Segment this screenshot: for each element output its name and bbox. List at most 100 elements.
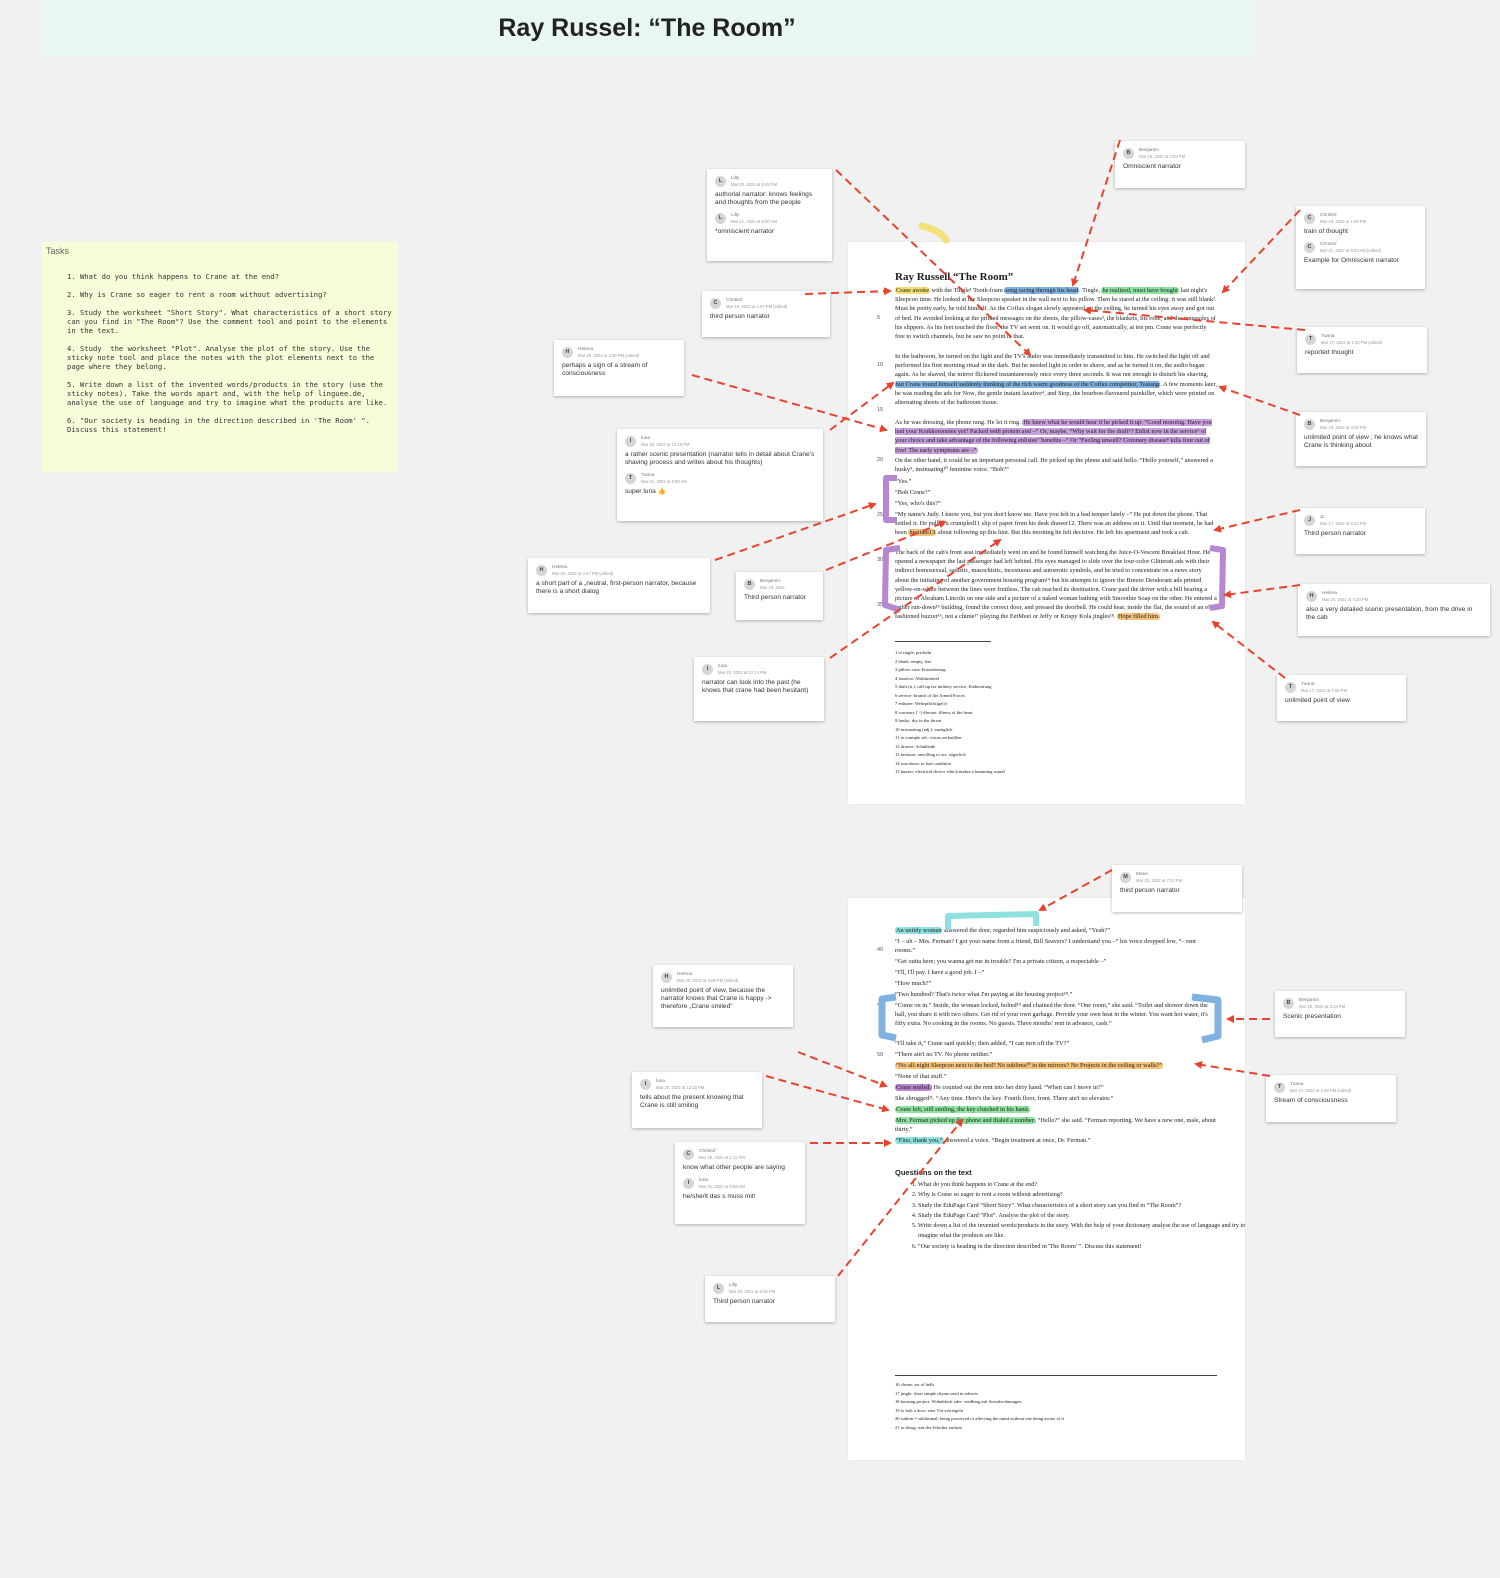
- line-number: 40: [877, 947, 884, 953]
- comment-text: Example for Omniscient narrator: [1304, 257, 1399, 264]
- comment-timestamp: Mar 21, 2022 at 8:58 AM: [641, 479, 687, 484]
- avatar: I: [683, 1178, 694, 1189]
- paragraph: In the bathroom, he turned on the light …: [895, 353, 1217, 407]
- comment-timestamp: Mar 17, 2022 at 1:42 PM (edited): [1321, 340, 1383, 345]
- avatar: I: [640, 1079, 651, 1090]
- comment-author: Lilly: [729, 1283, 738, 1288]
- text-line: “Come on in.” Inside, the woman locked, …: [895, 1002, 1208, 1028]
- comment-timestamp: Mar 20, 2022 at 8:49 PM: [729, 1289, 776, 1294]
- comment-text: train of thought: [1304, 228, 1348, 235]
- footnote-divider: [895, 641, 991, 642]
- comment-author: Lilly: [731, 213, 740, 218]
- avatar: H: [536, 565, 547, 576]
- text-line: Mrs. Ferman picked up the phone and dial…: [895, 1117, 1216, 1134]
- task-item: 5. Write down a list of the invented wor…: [67, 380, 388, 407]
- comment-text: narrator can look into the past (he know…: [702, 679, 809, 694]
- comment-timestamp: Mar 17, 2022 at 1:50 PM: [1301, 688, 1348, 693]
- comment-author: Christof: [726, 298, 743, 303]
- avatar: B: [1283, 998, 1294, 1009]
- comment-author: Christof: [1320, 242, 1337, 247]
- avatar: T: [1305, 334, 1316, 345]
- highlight-green: he realized, must have bought: [1101, 287, 1179, 294]
- comment-text: Third person narrator: [713, 1298, 775, 1305]
- avatar: J: [1304, 515, 1315, 526]
- paragraph: “Yes.”: [895, 478, 912, 485]
- line-number: 25: [877, 512, 884, 518]
- document-page-2[interactable]: 40 45 50 An untidy woman answered the do…: [848, 898, 1245, 1460]
- text-line: “I'll, I'll pay. I have a good job. I –”: [895, 969, 985, 976]
- comment-author: Helena: [1322, 591, 1338, 596]
- questions-list: What do you think happens to Crane at th…: [896, 1180, 1248, 1252]
- comment-text: he/she/it das s muss mit!: [683, 1193, 756, 1200]
- highlight-green: Crane left, still smiling, the key clutc…: [895, 1106, 1031, 1113]
- page-title: Ray Russell “The Room”: [895, 271, 1014, 283]
- comment-author: Tuana: [641, 473, 655, 478]
- text-line: “None of that stuff.”: [895, 1073, 947, 1080]
- comment-author: Helena: [552, 565, 568, 570]
- comment-text: Omniscient narrator: [1123, 163, 1181, 170]
- comment-timestamp: Mar 20, 2022 at 4:09 PM (edited): [677, 978, 739, 983]
- comment-text: tells about the present knowing that Cra…: [640, 1094, 744, 1109]
- tasks-sticky-note[interactable]: Tasks 1. What do you think happens to Cr…: [42, 242, 398, 472]
- comment-text: Third person narrator: [1304, 530, 1366, 537]
- comment-timestamp: Mar 21, 2022 at 9:00 AM: [731, 219, 777, 224]
- text-line: Crane left, still smiling, the key clutc…: [895, 1105, 1217, 1115]
- comment-text: unlimited point of view ; he knows what …: [1304, 434, 1418, 449]
- text-line: “Fine, thank you,” answered a voice. “Be…: [895, 1137, 1091, 1144]
- comment-timestamp: Mar 17, 2022 at 1:46 PM (edited): [1290, 1088, 1352, 1093]
- avatar: L: [713, 1283, 724, 1294]
- line-number: 20: [877, 457, 884, 463]
- yellow-marker-stroke: [918, 222, 950, 244]
- highlight-teal: “Fine, thank you,”: [895, 1137, 944, 1144]
- document-page-1[interactable]: Ray Russell “The Room” 5 10 15 20 25 30 …: [848, 242, 1245, 804]
- text-line: “No all-night Sleepcoo next to the bed? …: [895, 1061, 1217, 1071]
- paragraph: “Yes, who's this?”: [895, 500, 941, 507]
- text-line: Crane smiled. He counted out the rent in…: [895, 1084, 1104, 1091]
- comment-text: super luna 👍: [625, 488, 666, 495]
- comment-text: reported thought: [1305, 349, 1354, 356]
- task-item: 6. "Our society is heading in the direct…: [67, 416, 375, 434]
- text-line: “Get outta here; you wanna get me in tro…: [895, 958, 1107, 965]
- paragraph: On the other hand, it could be an import…: [895, 457, 1213, 474]
- comment-text: third person narrator: [710, 313, 770, 320]
- comment-text: a short part of a „neutral, first-person…: [536, 580, 697, 595]
- comment-author: Helena: [578, 347, 594, 352]
- comment-timestamp: Mar 18, 2022 at 1:11 PM: [699, 1155, 745, 1160]
- paragraph: As he was dressing, the phone rang. He l…: [895, 419, 1212, 454]
- comment-timestamp: Mar 19, 2022: [760, 585, 785, 590]
- comment-author: Benjamin: [760, 579, 780, 584]
- footnote-divider: [895, 1375, 1217, 1376]
